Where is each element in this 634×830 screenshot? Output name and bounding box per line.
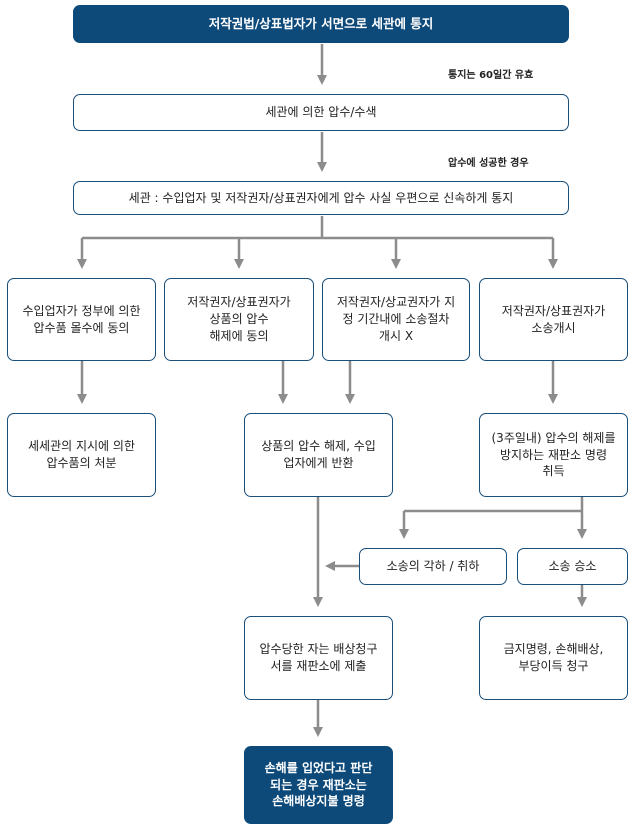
notify-customs-box: 저작권법/상표법자가 서면으로 세관에 통지 [73,5,569,43]
release-box: 상품의 압수 해제, 수입 업자에게 반환 [244,413,393,497]
customs-notify-box: 세관 : 수입업자 및 저작권자/상표권자에게 압수 사실 우편으로 신속하게 … [73,181,569,215]
importer-consent-box: 수입업자가 정부에 의한 압수품 몰수에 동의 [7,278,156,361]
seizure-box: 세관에 의한 압수/수색 [73,94,569,131]
holder-suit-box: 저작권자/상표권자가 소송개시 [479,278,628,361]
remedies-box: 금지명령, 손해배상, 부당이득 청구 [479,616,628,700]
damages-claim-box: 압수당한 자는 배상청구 서를 재판소에 제출 [244,616,393,700]
seizure-success-note: 압수에 성공한 경우 [448,158,529,169]
cancel-order-box: (3주일내) 압수의 해제를 방지하는 재판소 명령 취득 [479,413,628,497]
disposal-box: 세세관의 지시에 의한 압수품의 처분 [7,413,156,497]
valid-period-note: 통지는 60일간 유효 [448,70,534,81]
suit-dismissed-box: 소송의 각하 / 취하 [359,548,507,585]
holder-no-suit-box: 저작권자/상교권자가 지 정 기간내에 소송절차 개시 X [322,278,470,361]
court-order-box: 손해를 입었다고 판단 되는 경우 재판소는 손해배상지불 명령 [244,746,393,824]
holder-consent-box: 저작권자/상표권자가 상품의 압수 해제에 동의 [164,278,314,361]
suit-won-box: 소송 승소 [517,548,628,585]
